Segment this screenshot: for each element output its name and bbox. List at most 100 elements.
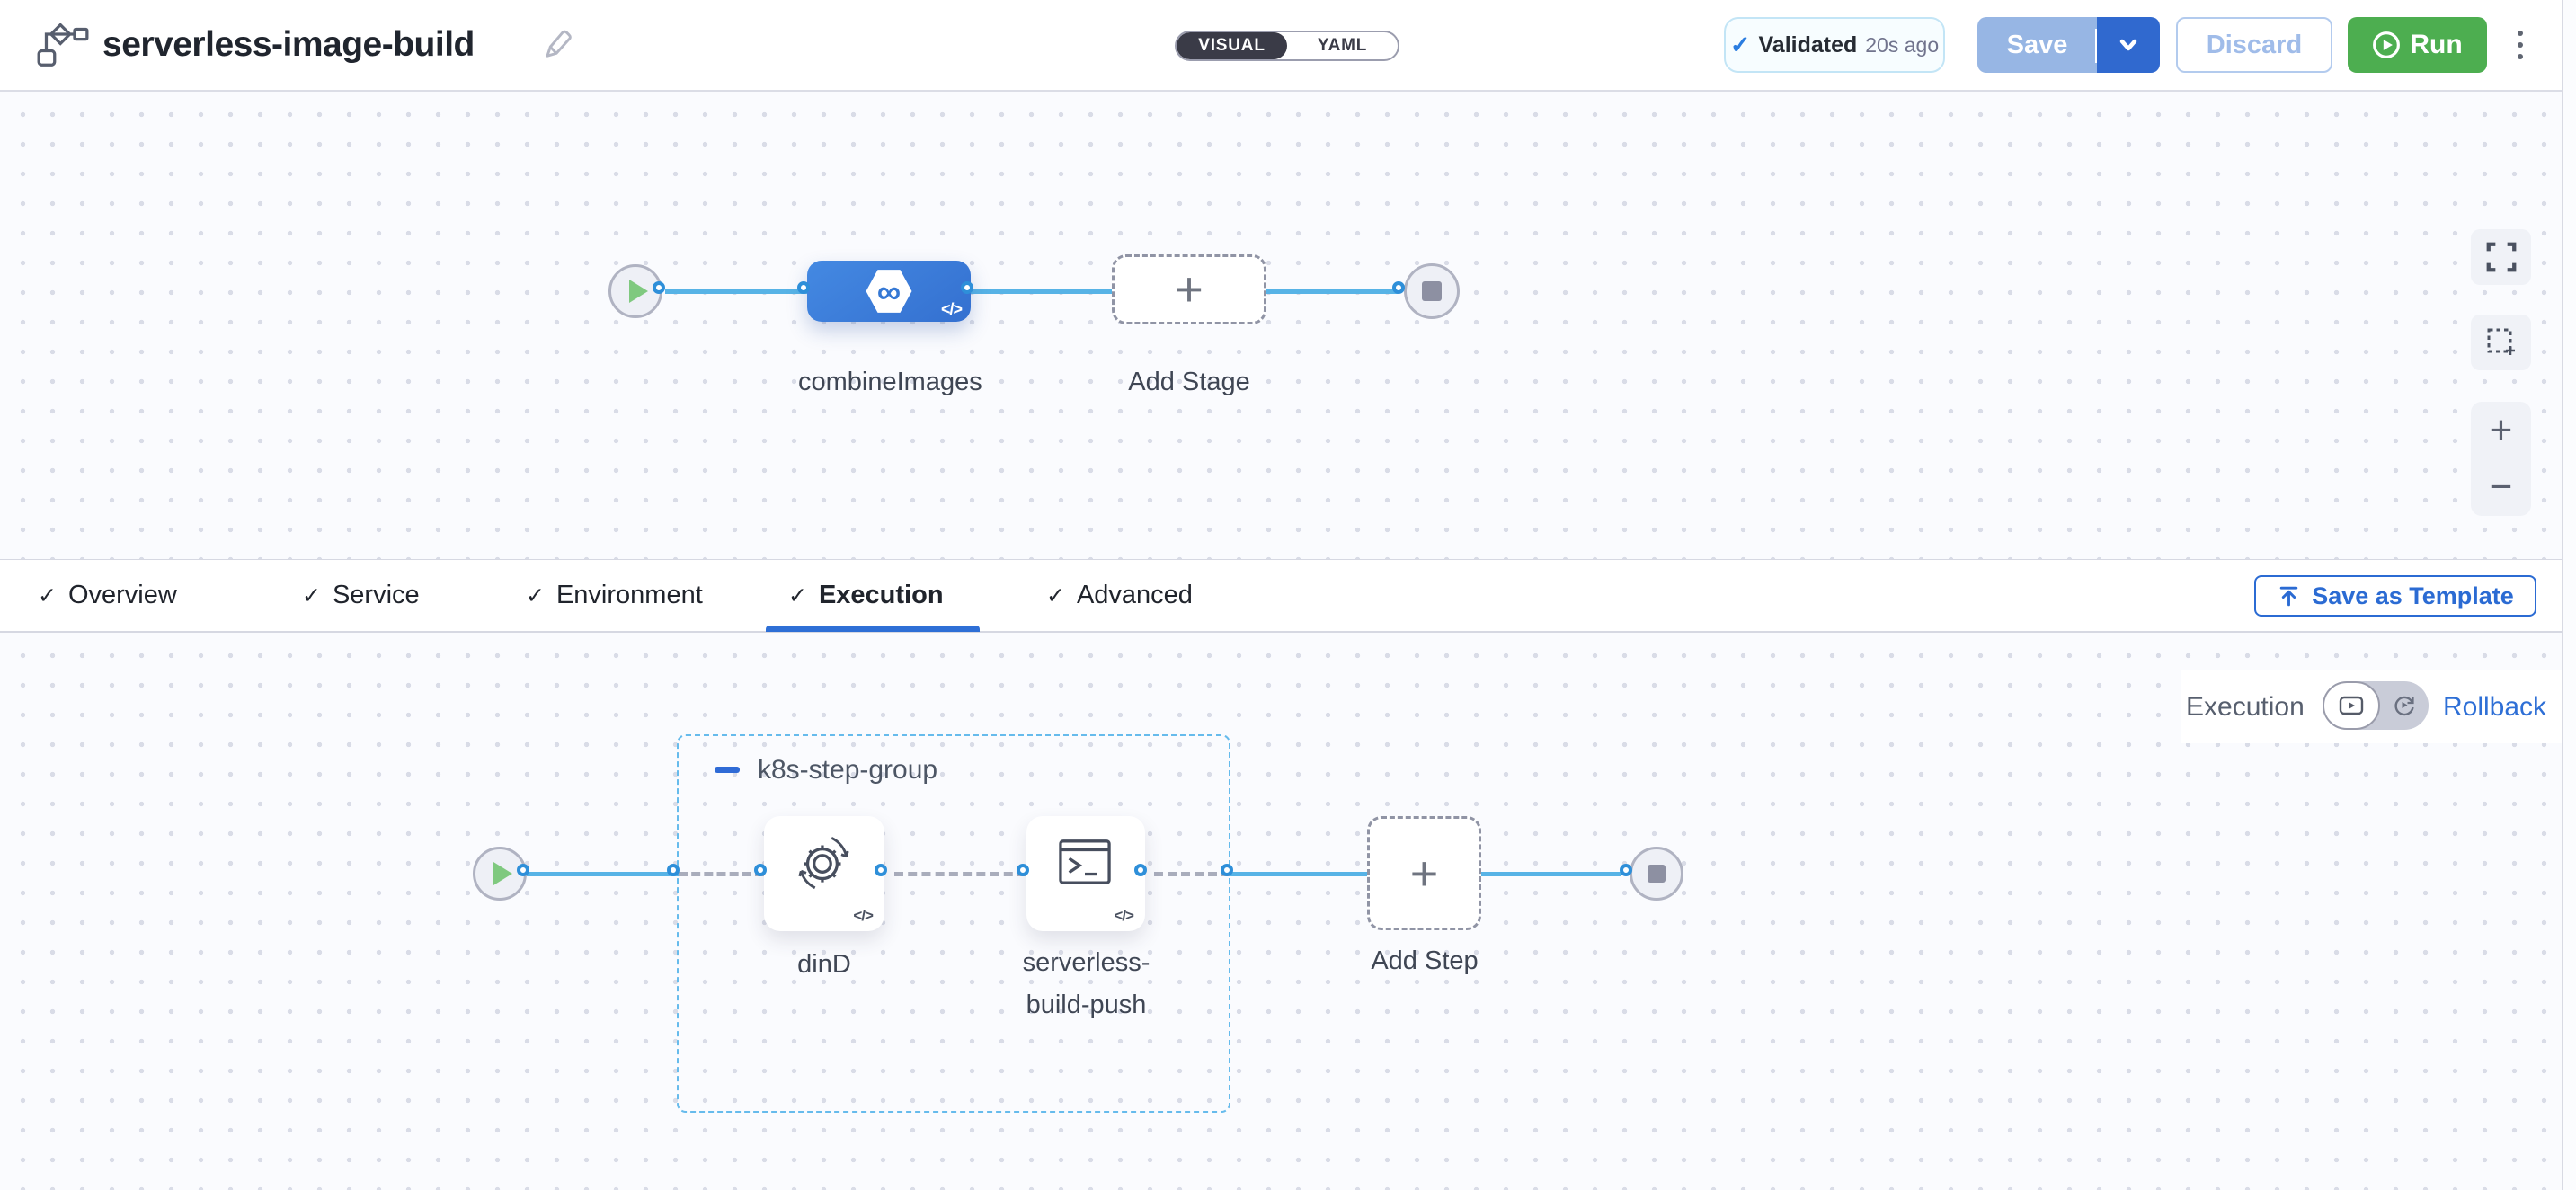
step-group-container[interactable] (677, 734, 1230, 1113)
add-stage-button[interactable]: + (1112, 254, 1266, 324)
connector-port[interactable] (1392, 281, 1405, 294)
zoom-controls: + − (2471, 402, 2531, 516)
stop-square-icon (1648, 865, 1666, 883)
connector-port[interactable] (1620, 864, 1632, 876)
check-icon: ✓ (526, 582, 545, 608)
stage-label: combineImages (798, 368, 982, 396)
save-as-template-button[interactable]: Save as Template (2254, 575, 2536, 617)
connector-port[interactable] (961, 281, 973, 294)
rollback-view-segment[interactable] (2380, 681, 2429, 730)
plus-icon: + (1175, 262, 1204, 316)
run-label: Run (2410, 30, 2463, 59)
fullscreen-button[interactable] (2471, 229, 2531, 285)
execution-mode-label: Execution (2186, 692, 2305, 722)
connector-port[interactable] (1017, 864, 1029, 876)
validated-badge[interactable]: ✓ Validated 20s ago (1724, 17, 1945, 73)
connector-port[interactable] (754, 864, 767, 876)
step-group-label: k8s-step-group (758, 755, 938, 785)
save-button[interactable]: Save (1977, 17, 2097, 73)
stop-square-icon (1422, 281, 1442, 301)
validated-label: Validated (1758, 31, 1858, 58)
stage-canvas[interactable]: ∞ </> + combineImages Add Stage + − (0, 92, 2562, 559)
collapse-group-icon[interactable] (715, 767, 740, 773)
rollback-link[interactable]: Rollback (2443, 692, 2547, 722)
check-icon: ✓ (788, 582, 807, 608)
code-badge-icon: </> (1114, 907, 1134, 924)
page-title: serverless-image-build (102, 25, 475, 64)
chevron-down-icon (2119, 39, 2137, 51)
add-step-button[interactable]: + (1367, 816, 1481, 930)
ci-hexagon-icon: ∞ (866, 270, 912, 313)
edit-pencil-icon[interactable] (539, 29, 573, 67)
save-split-divider (2095, 29, 2097, 63)
edge-stage-to-addstage (969, 289, 1114, 294)
header: serverless-image-build VISUAL YAML ✓ Val… (0, 0, 2576, 92)
marquee-select-icon (2487, 328, 2515, 355)
tab-execution[interactable]: ✓ Execution (788, 581, 944, 609)
check-icon: ✓ (38, 582, 57, 608)
start-play-icon (628, 280, 648, 303)
add-step-label: Add Step (1371, 946, 1479, 975)
execution-canvas[interactable]: Execution Rollback k8s-step-group (0, 633, 2562, 1190)
edge-addstep-to-end (1481, 872, 1621, 876)
connector-port[interactable] (517, 864, 529, 876)
pipeline-end-node (1404, 263, 1460, 319)
check-icon: ✓ (302, 582, 321, 608)
dind-gear-sync-icon (798, 836, 849, 890)
check-icon: ✓ (1729, 31, 1751, 58)
edge-start-to-stage (665, 289, 809, 294)
connector-port[interactable] (797, 281, 810, 294)
step-label: serverless-build-push (1022, 948, 1150, 1019)
pipeline-icon (36, 22, 90, 73)
connector-port[interactable] (1134, 864, 1147, 876)
edge-start-to-group (526, 872, 679, 876)
active-tab-underline (766, 626, 980, 632)
vertical-scrollbar[interactable] (2562, 0, 2576, 1190)
toggle-visual[interactable]: VISUAL (1177, 32, 1287, 59)
stage-tabbar: ✓ Overview ✓ Service ✓ Environment ✓ Exe… (0, 559, 2576, 633)
code-badge-icon: </> (940, 300, 963, 318)
save-menu-button[interactable] (2097, 17, 2160, 73)
run-play-icon (2373, 31, 2401, 58)
kebab-menu-icon[interactable] (2504, 17, 2536, 73)
tab-service[interactable]: ✓ Service (302, 581, 420, 609)
connector-port[interactable] (667, 864, 680, 876)
add-stage-label: Add Stage (1128, 368, 1250, 396)
fullscreen-icon (2486, 242, 2516, 272)
dashed-edge (1154, 872, 1230, 876)
connector-port[interactable] (875, 864, 887, 876)
execution-rollback-toggle[interactable] (2323, 681, 2429, 730)
step-node-dind[interactable]: </> (764, 816, 884, 931)
zoom-in-button[interactable]: + (2489, 407, 2513, 452)
execution-end-node (1630, 847, 1683, 901)
connector-port[interactable] (1221, 864, 1233, 876)
run-button[interactable]: Run (2348, 17, 2487, 73)
upload-icon (2279, 586, 2298, 606)
dashed-edge (894, 872, 1026, 876)
step-label: dinD (797, 950, 851, 979)
execution-view-segment[interactable] (2323, 681, 2380, 730)
connector-port[interactable] (653, 281, 665, 294)
code-badge-icon: </> (853, 907, 874, 924)
edge-group-to-addstep (1230, 872, 1367, 876)
edge-addstage-to-end (1266, 289, 1398, 294)
execution-view-icon (2339, 696, 2364, 715)
stage-node-combineimages[interactable]: ∞ </> (807, 261, 971, 322)
discard-button[interactable]: Discard (2176, 17, 2332, 73)
check-icon: ✓ (1046, 582, 1065, 608)
tab-overview[interactable]: ✓ Overview (38, 581, 177, 609)
tab-environment[interactable]: ✓ Environment (526, 581, 703, 609)
terminal-icon (1059, 839, 1111, 884)
tab-advanced[interactable]: ✓ Advanced (1046, 581, 1193, 609)
zoom-out-button[interactable]: − (2489, 465, 2513, 510)
selection-mode-button[interactable] (2471, 315, 2531, 370)
infinity-icon: ∞ (876, 272, 902, 310)
step-node-serverless-build-push[interactable]: </> (1026, 816, 1145, 931)
start-play-icon (493, 862, 512, 885)
visual-yaml-toggle: VISUAL YAML (1175, 31, 1399, 61)
toggle-yaml[interactable]: YAML (1317, 36, 1368, 55)
dashed-edge (679, 872, 764, 876)
validated-time: 20s ago (1865, 32, 1940, 57)
rollback-view-icon (2394, 696, 2414, 716)
